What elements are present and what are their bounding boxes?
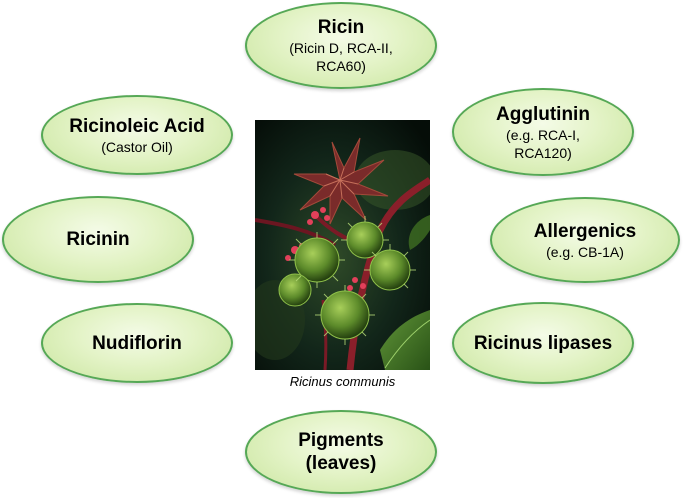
node-agglutinin-subtitle: (e.g. RCA-I, RCA120) bbox=[506, 126, 580, 161]
node-agglutinin-title: Agglutinin bbox=[496, 103, 590, 125]
node-ricinin: Ricinin bbox=[2, 196, 194, 283]
node-ricinoleic-acid-subtitle: (Castor Oil) bbox=[101, 138, 173, 155]
node-ricin-title: Ricin bbox=[317, 17, 365, 38]
ricinus-plant-photo bbox=[255, 120, 430, 370]
node-agglutinin: Agglutinin (e.g. RCA-I, RCA120) bbox=[452, 88, 634, 176]
node-ricin: Ricin (Ricin D, RCA-II, RCA60) bbox=[245, 2, 437, 89]
node-pigments-title: Pigments (leaves) bbox=[298, 430, 384, 474]
node-allergenics-subtitle: (e.g. CB-1A) bbox=[546, 243, 624, 260]
node-ricinus-lipases-title: Ricinus lipases bbox=[473, 332, 613, 354]
node-ricinoleic-acid: Ricinoleic Acid (Castor Oil) bbox=[41, 95, 233, 175]
node-nudiflorin-title: Nudiflorin bbox=[92, 332, 182, 354]
node-allergenics-title: Allergenics bbox=[533, 220, 637, 242]
node-pigments: Pigments (leaves) bbox=[245, 410, 437, 494]
photo-caption: Ricinus communis bbox=[289, 374, 396, 389]
ricinus-plant-illustration bbox=[255, 120, 430, 370]
node-ricinin-title: Ricinin bbox=[66, 229, 130, 250]
node-allergenics: Allergenics (e.g. CB-1A) bbox=[490, 197, 680, 283]
node-ricinus-lipases: Ricinus lipases bbox=[452, 302, 634, 384]
node-nudiflorin: Nudiflorin bbox=[41, 303, 233, 383]
node-ricin-subtitle: (Ricin D, RCA-II, RCA60) bbox=[289, 40, 393, 74]
node-ricinoleic-acid-title: Ricinoleic Acid bbox=[69, 115, 205, 137]
